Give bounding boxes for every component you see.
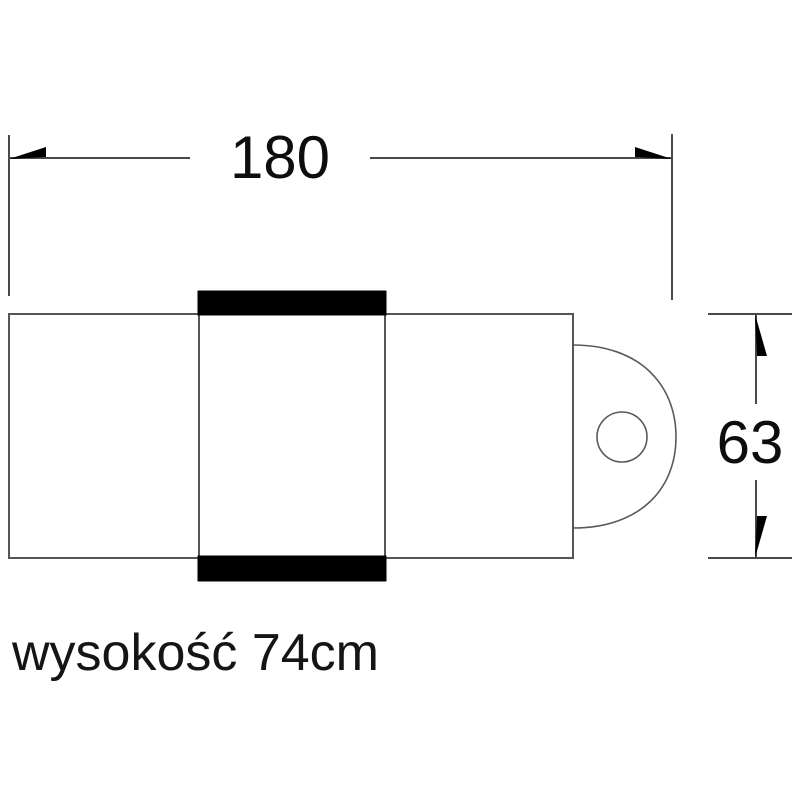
dimension-label-width: 180 xyxy=(230,124,330,191)
arrow-head-top-icon xyxy=(755,314,767,356)
arrow-head-bottom-icon xyxy=(755,516,767,558)
bottom-armrest-bar xyxy=(197,555,387,582)
arrow-head-right-icon xyxy=(635,147,672,159)
height-caption: wysokość 74cm xyxy=(11,624,379,682)
pivot-circle xyxy=(596,411,648,463)
dimension-width-180: 180 xyxy=(8,124,673,300)
middle-seat-section xyxy=(198,313,386,559)
arrow-head-left-icon xyxy=(9,147,46,159)
rounded-headrest xyxy=(572,344,677,529)
dimension-depth-63: 63 xyxy=(708,313,792,559)
dimension-label-depth: 63 xyxy=(717,409,784,476)
couch-body-group xyxy=(8,290,677,582)
top-armrest-bar xyxy=(197,290,387,316)
